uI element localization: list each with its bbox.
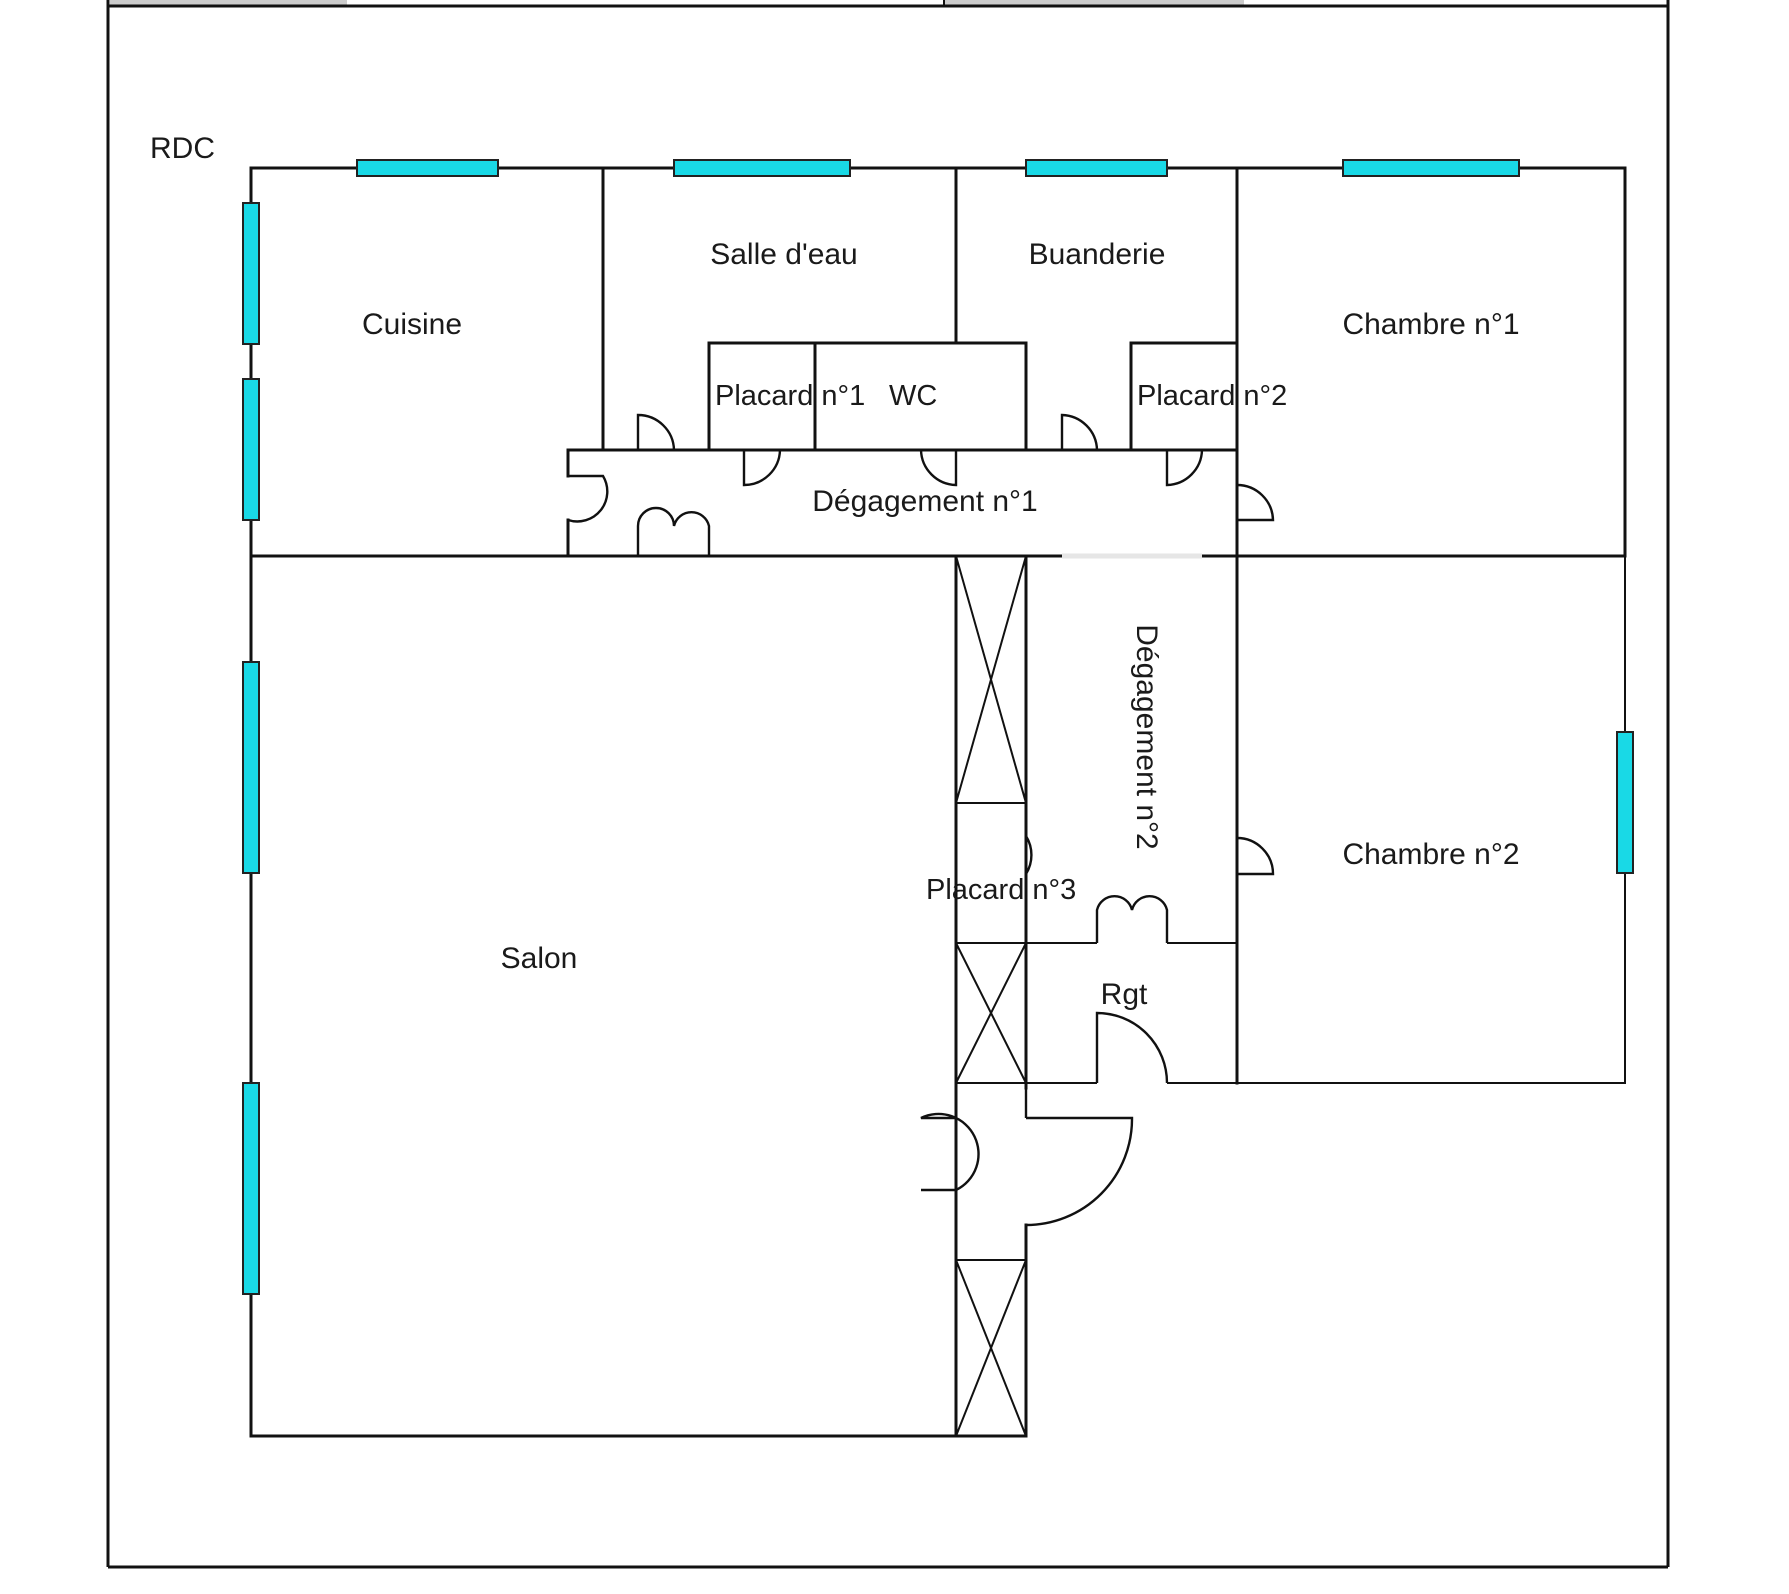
crossed-cupboards: [955, 555, 1027, 1437]
door-chambre2: [1236, 836, 1275, 876]
window-salle-deau: [673, 159, 851, 177]
room-label-salle-deau: Salle d'eau: [710, 238, 858, 271]
window-chambre2: [1616, 731, 1634, 874]
cross-box-bottom: [955, 1259, 1027, 1437]
windows: [242, 159, 1634, 1295]
placard2-box: [1129, 341, 1239, 452]
cross-line: [955, 555, 1027, 804]
door-wc: [919, 448, 958, 487]
door-chambre1: [1236, 483, 1275, 522]
door-buanderie: [1060, 413, 1099, 451]
door-entrance: [1025, 1116, 1134, 1227]
top-tab-left: [110, 0, 347, 5]
door-placard3: [1024, 803, 1033, 875]
door-placard2: [1165, 449, 1204, 487]
exterior-walls: [249, 166, 1627, 1438]
cross-box-top: [955, 555, 1027, 804]
cross-line: [955, 1259, 1027, 1437]
page-frame: [106, 0, 1670, 1569]
top-tab-right: [944, 0, 1244, 5]
level-label: RDC: [150, 132, 215, 165]
room-label-chambre1: Chambre n°1: [1342, 308, 1519, 341]
door-placard1: [742, 449, 782, 487]
room-label-chambre2: Chambre n°2: [1342, 838, 1519, 871]
window-salon-west-1: [242, 661, 260, 874]
cross-line: [955, 942, 1027, 1084]
door-cuisine: [567, 474, 609, 523]
room-label-placard3: Placard n°3: [926, 874, 1076, 906]
room-label-degagement1: Dégagement n°1: [812, 485, 1037, 518]
door-rgt-double: [1095, 895, 1169, 943]
room-label-rgt: Rgt: [1101, 978, 1148, 1011]
room-label-placard1: Placard n°1: [715, 380, 865, 412]
window-cuisine-west-2: [242, 378, 260, 521]
labels: RDC Cuisine Salle d'eau Buanderie Chambr…: [150, 132, 1520, 1011]
room-label-salon: Salon: [501, 942, 578, 975]
door-salle-deau: [636, 413, 676, 451]
room-label-placard2: Placard n°2: [1137, 380, 1287, 412]
interior-walls: [249, 166, 1627, 1438]
room-label-cuisine: Cuisine: [362, 308, 462, 341]
window-cuisine-west-1: [242, 202, 260, 345]
cross-box-middle: [955, 942, 1027, 1084]
window-chambre1: [1342, 159, 1520, 177]
window-cuisine-north: [356, 159, 499, 177]
wall-chambre2-east-south: [1237, 556, 1626, 1084]
door-rgt: [1095, 1011, 1169, 1084]
window-salon-west-2: [242, 1082, 260, 1295]
door-salon-double: [636, 506, 711, 556]
window-buanderie: [1025, 159, 1168, 177]
room-label-degagement2: Dégagement n°2: [1130, 624, 1163, 849]
doors: [567, 413, 1275, 1227]
room-label-buanderie: Buanderie: [1029, 238, 1166, 271]
door-salon-entry: [920, 1112, 980, 1192]
room-label-wc: WC: [889, 380, 937, 412]
